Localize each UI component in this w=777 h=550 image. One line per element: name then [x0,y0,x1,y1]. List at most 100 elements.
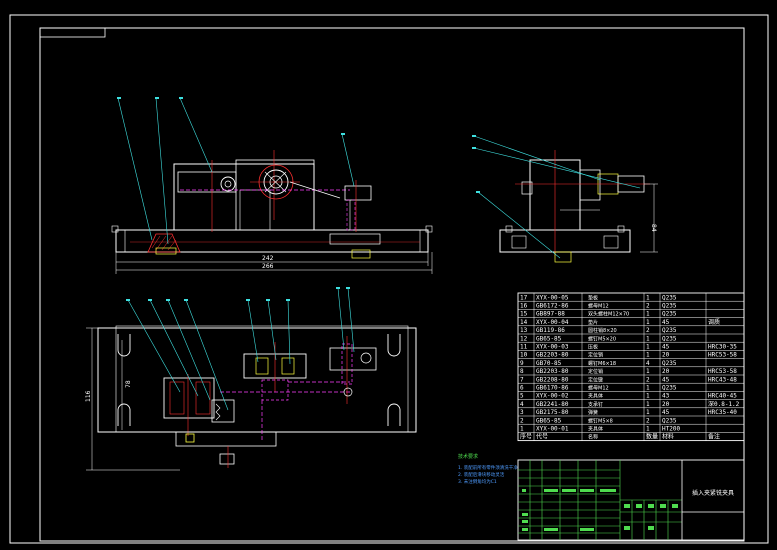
bom-cell-code: GB897-88 [536,311,565,318]
drawing-title: 插入夹紧铣夹具 [692,489,734,497]
bom-cell-code: XYX-00-05 [536,294,569,301]
bom-cell-name: 夹具体 [588,426,603,433]
bom-cell-qty: 1 [646,311,650,318]
bom-cell-name: 双头螺柱M12×70 [588,311,629,318]
bom-cell-name: 压板 [588,344,598,351]
bom-cell-note: 深0.8-1.2 [708,400,740,408]
corner-tag-box [39,27,106,38]
bom-cell-code: GB2203-80 [536,368,569,375]
bom-cell-name: 定位键 [588,376,603,383]
title-block: 插入夹紧铣夹具 [517,459,745,541]
bom-cell-no: 15 [520,311,528,318]
bom-cell-name: 夹具体 [588,393,603,400]
bom-cell-qty: 1 [646,335,650,342]
bom-cell-mat: 45 [662,319,670,326]
bom-cell-name: 定位销 [588,368,603,375]
bom-cell-name: 螺钉M5×8 [588,417,613,424]
bom-cell-qty: 1 [646,368,650,375]
bom-cell-mat: HT200 [662,426,680,433]
bom-cell-qty: 1 [646,393,650,400]
bom-cell-no: 3 [520,409,524,416]
note-line-1: 1. 装配前所有零件须清洗干净 [458,464,518,471]
bom-cell-note: HRC30-35 [708,344,737,351]
bom-cell-no: 16 [520,303,528,310]
bom-cell-note: HRC53-58 [708,368,737,375]
bom-cell-code: GB2208-80 [536,376,569,383]
bom-cell-qty: 2 [646,303,650,310]
bom-cell-no: 4 [520,401,524,408]
note-line-2: 2. 装配后滑块移动灵活 [458,471,505,478]
bom-header-qty: 数量 [646,433,658,441]
bom-cell-no: 17 [520,294,528,301]
bom-cell-name: 定位销 [588,352,603,359]
bom-cell-code: GB2175-80 [536,409,569,416]
bom-cell-no: 2 [520,417,524,424]
bom-cell-code: XYX-00-01 [536,426,569,433]
bom-header-mat: 材料 [662,433,674,441]
bom-cell-mat: Q235 [662,303,677,310]
bom-cell-mat: 20 [662,352,670,359]
bom-cell-note: HRC40-45 [708,393,737,400]
bom-cell-name: 螺母M12 [588,303,609,310]
bom-cell-mat: Q235 [662,335,677,342]
bom-cell-note: HRC53-58 [708,352,737,359]
inner-border [39,27,745,542]
bom-cell-qty: 1 [646,344,650,351]
bom-cell-code: XYX-00-04 [536,319,569,326]
bom-cell-no: 6 [520,385,524,392]
bom-cell-mat: Q235 [662,294,677,301]
plan-dim-1: 78 [125,380,132,388]
bom-cell-no: 7 [520,376,524,383]
bom-cell-mat: 20 [662,401,670,408]
bom-header-code: 代号 [536,433,548,441]
bom-cell-no: 9 [520,360,524,367]
plan-view: 78 116 [85,287,417,471]
bom-cell-code: GB6170-86 [536,385,569,392]
bom-cell-code: XYX-00-02 [536,393,569,400]
bom-cell-qty: 2 [646,376,650,383]
bom-header-note: 备注 [708,433,720,441]
bom-cell-qty: 1 [646,385,650,392]
bom-header-name: 名称 [588,434,598,441]
bom-cell-name: 螺钉M6×18 [588,360,616,367]
bom-cell-mat: Q235 [662,327,677,334]
bom-cell-code: XYX-00-03 [536,344,569,351]
bom-cell-mat: 43 [662,393,670,400]
bom-cell-mat: Q235 [662,360,677,367]
note-line-3: 3. 未注倒角均为C1 [458,478,497,485]
bom-cell-name: 螺钉M5×20 [588,335,616,342]
bom-cell-code: GB2241-80 [536,401,569,408]
bom-cell-code: GB65-85 [536,335,562,342]
front-view: 242 266 [111,97,433,274]
bom-cell-qty: 1 [646,426,650,433]
bom-cell-name: 螺母M12 [588,385,609,392]
bom-cell-qty: 4 [646,360,650,367]
bom-cell-code: GB70-85 [536,360,562,367]
plan-dim-2: 116 [85,390,92,402]
bom-cell-no: 8 [520,368,524,375]
bom-cell-code: GB65-85 [536,417,562,424]
bom-cell-mat: Q235 [662,385,677,392]
bom-header-no: 序号 [520,433,532,441]
front-dim-1: 242 [262,255,274,262]
outer-border [9,14,769,544]
bom-cell-no: 10 [520,352,528,359]
bom-cell-no: 13 [520,327,528,334]
bom-cell-mat: Q235 [662,311,677,318]
bom-cell-no: 14 [520,319,528,326]
bom-cell-no: 12 [520,335,528,342]
bom-cell-qty: 2 [646,417,650,424]
bom-cell-qty: 1 [646,352,650,359]
bom-cell-code: GB2203-80 [536,352,569,359]
bom-cell-code: GB119-86 [536,327,565,334]
bom-cell-qty: 2 [646,327,650,334]
bom-cell-no: 5 [520,393,524,400]
bom-cell-note: HRC35-40 [708,409,737,416]
bom-cell-no: 1 [520,426,524,433]
bom-cell-mat: 45 [662,344,670,351]
front-dim-2: 266 [262,263,274,270]
bom-cell-qty: 1 [646,319,650,326]
bom-cell-mat: Q235 [662,417,677,424]
